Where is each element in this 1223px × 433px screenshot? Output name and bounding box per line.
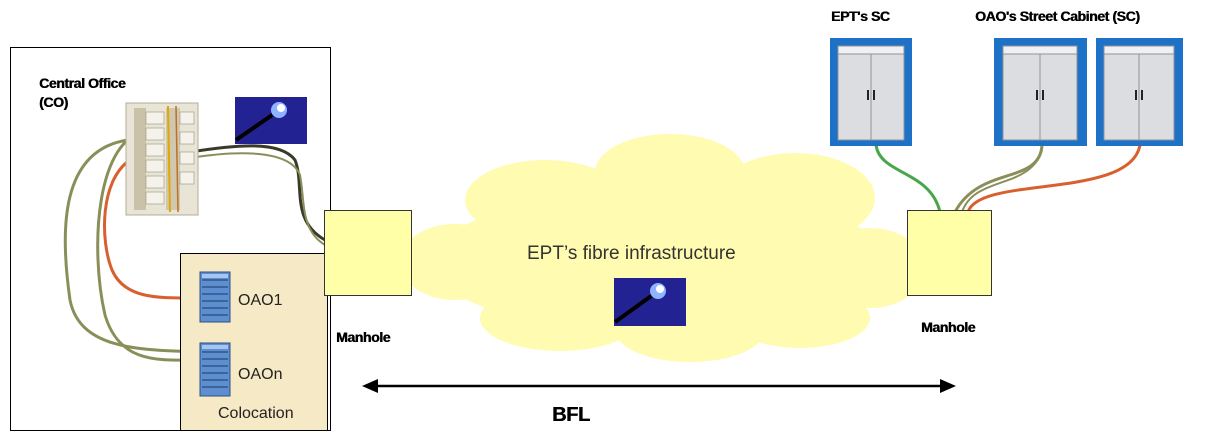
ept-sc-label: EPT's SC bbox=[831, 8, 890, 24]
bfl-arrow bbox=[362, 379, 956, 393]
oao1-label: OAO1 bbox=[238, 292, 283, 309]
colocation-label: Colocation bbox=[218, 405, 294, 422]
central-office-title: Central Office bbox=[39, 75, 126, 91]
fibre-optic-picture-cloud bbox=[613, 278, 686, 326]
ept-street-cabinet bbox=[830, 38, 912, 146]
oao1-equipment-icon bbox=[199, 271, 231, 323]
fibre-cloud bbox=[400, 134, 925, 362]
cable-orange-oao1 bbox=[103, 158, 201, 300]
manhole-left bbox=[324, 210, 412, 296]
distribution-frame-picture bbox=[125, 102, 199, 216]
cable-green-ept-sc bbox=[874, 144, 942, 213]
cable-orange-oao-sc bbox=[966, 144, 1142, 213]
central-office-subtitle: (CO) bbox=[39, 94, 68, 110]
cable-olive-oaon-2 bbox=[96, 128, 201, 362]
cable-olive-oao-sc-2 bbox=[961, 149, 1043, 213]
cable-olive-oaon bbox=[63, 138, 201, 354]
fibre-optic-picture bbox=[234, 97, 307, 144]
oao-street-cabinet-label: OAO's Street Cabinet (SC) bbox=[975, 8, 1140, 24]
bfl-label: BFL bbox=[552, 404, 590, 426]
oao-street-cabinet-2 bbox=[1096, 38, 1183, 146]
manhole-right bbox=[907, 210, 992, 296]
cable-dark-co-manhole bbox=[189, 144, 326, 242]
oaon-equipment-icon bbox=[199, 342, 231, 397]
fibre-infrastructure-label: EPT’s fibre infrastructure bbox=[527, 243, 736, 264]
manhole-right-label: Manhole bbox=[921, 319, 975, 335]
oao-street-cabinet-1 bbox=[994, 38, 1087, 146]
oaon-label: OAOn bbox=[238, 366, 283, 383]
manhole-left-label: Manhole bbox=[336, 329, 390, 345]
cable-olive-co-manhole bbox=[189, 152, 326, 246]
